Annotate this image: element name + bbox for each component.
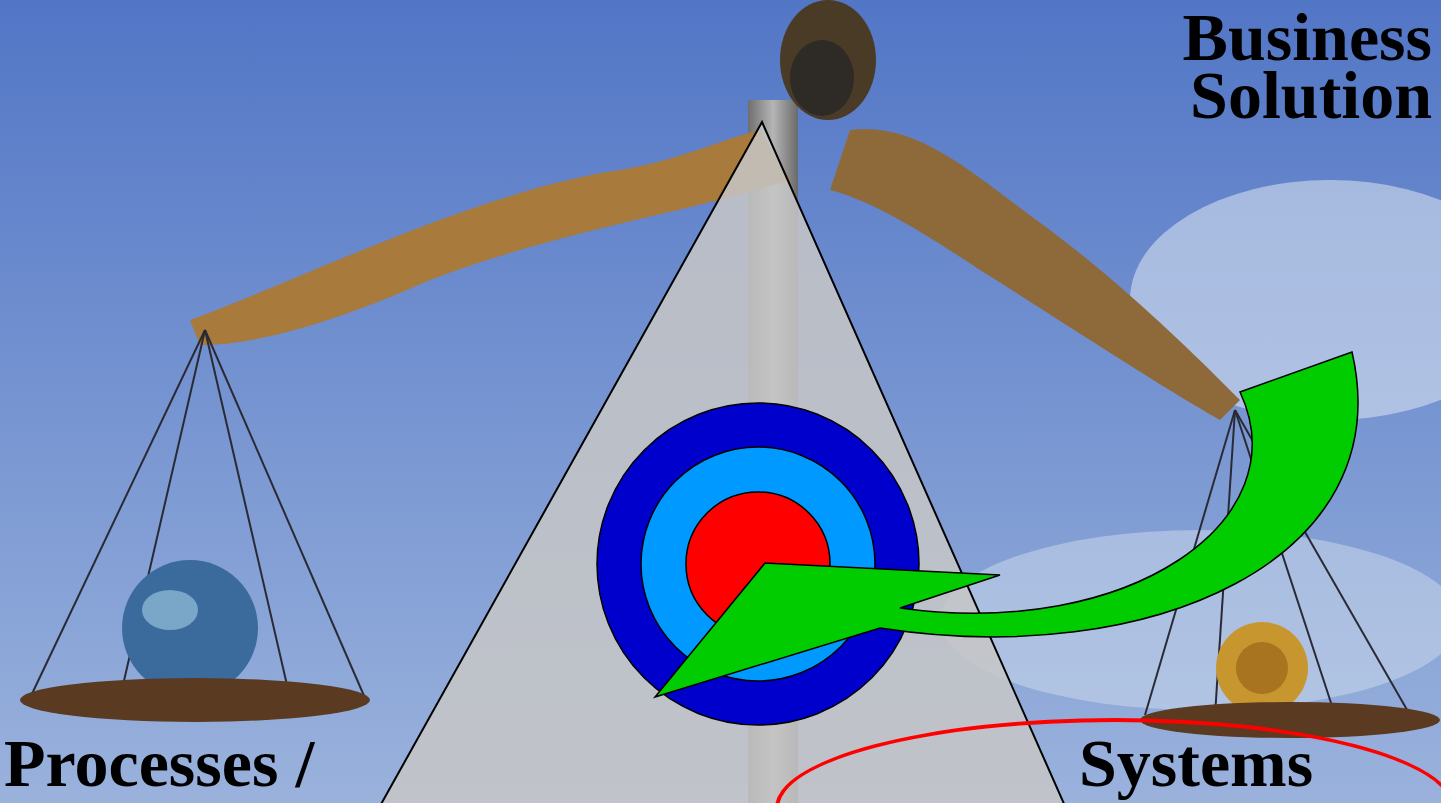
scale-top-knob [780, 0, 876, 120]
left-pan [20, 678, 370, 722]
green-curved-arrow [655, 352, 1358, 697]
slide-text: Business Solution [1046, 8, 1432, 124]
left-pan-strings [30, 330, 365, 698]
target-outer-ring [597, 403, 919, 725]
globe-land [142, 590, 198, 630]
processes-label: Processes / [4, 734, 404, 792]
gold-coins [1236, 642, 1288, 694]
scale-top-knob-face [790, 40, 854, 116]
scale-right-arm [830, 129, 1240, 420]
solution-label: Business Solution [1046, 8, 1432, 124]
gold-coins [1216, 622, 1308, 714]
grey-triangle [380, 122, 1065, 803]
node-text: Systems [1079, 734, 1313, 792]
globe [122, 560, 258, 696]
slide-text: Processes / [4, 734, 404, 792]
